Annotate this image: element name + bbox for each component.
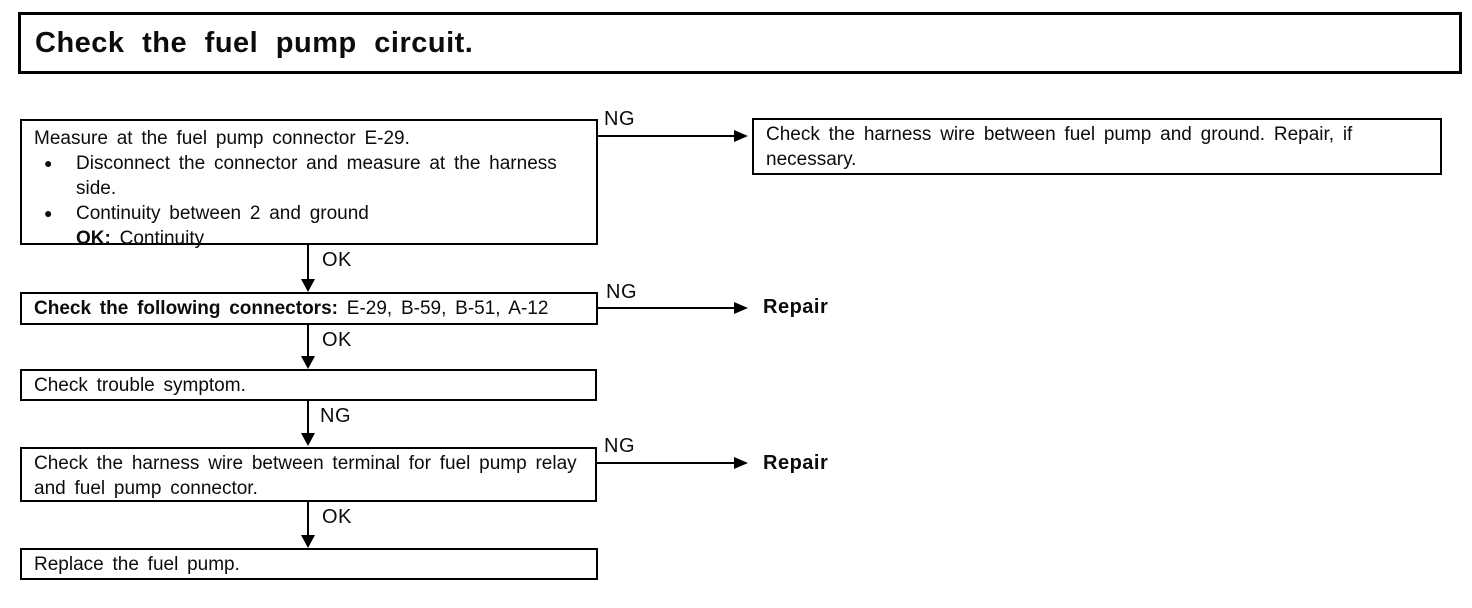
step1-ng-action-box: Check the harness wire between fuel pump… — [752, 118, 1442, 175]
ng-connector-label: NG — [320, 405, 351, 427]
step1-measure-box: Measure at the fuel pump connector E-29.… — [20, 119, 598, 249]
ng-connector-arrowhead-icon — [301, 433, 315, 446]
ng-branch1-label: NG — [604, 108, 635, 130]
ng-branch1-line — [598, 135, 734, 137]
ok-connector1-arrowhead-icon — [301, 279, 315, 292]
step1-bullet-item: ● Disconnect the connector and measure a… — [34, 151, 584, 201]
step3-trouble-box: Check trouble symptom. — [20, 369, 597, 401]
step1-bullet-text: Continuity between 2 and ground — [76, 203, 369, 224]
step2-connectors-box: Check the following connectors: E-29, B-… — [20, 292, 598, 325]
ok-connector2-line — [307, 325, 309, 359]
page-title: Check the fuel pump circuit. — [35, 26, 474, 59]
ng-branch2-line — [598, 307, 734, 309]
step1-bullet-item: ● Continuity between 2 and ground — [34, 201, 584, 226]
step1-ng-action-text: Check the harness wire between fuel pump… — [766, 124, 1353, 170]
ok-connector1-label: OK — [322, 249, 352, 271]
bullet-icon: ● — [44, 155, 53, 171]
ok-connector3-line — [307, 502, 309, 538]
ng-branch3-line — [597, 462, 734, 464]
ok-connector2-label: OK — [322, 329, 352, 351]
step1-ok-condition: OK: Continuity — [76, 226, 584, 251]
step5-text: Replace the fuel pump. — [34, 554, 240, 575]
ok-connector1-line — [307, 245, 309, 281]
step2-label: Check the following connectors: — [34, 298, 338, 319]
page-title-box: Check the fuel pump circuit. — [18, 12, 1462, 74]
step3-text: Check trouble symptom. — [34, 375, 246, 396]
repair-result-label: Repair — [763, 296, 829, 318]
ng-branch3-label: NG — [604, 435, 635, 457]
repair-result-label: Repair — [763, 452, 829, 474]
ng-branch2-arrowhead-icon — [734, 302, 748, 314]
ok-connector3-arrowhead-icon — [301, 535, 315, 548]
ok-condition-value: Continuity — [119, 228, 205, 249]
step1-title: Measure at the fuel pump connector E-29. — [34, 128, 410, 149]
ng-connector-line — [307, 401, 309, 435]
step4-harness-box: Check the harness wire between terminal … — [20, 447, 597, 502]
ok-condition-prefix: OK: — [76, 228, 111, 249]
bullet-icon: ● — [44, 205, 53, 221]
ok-connector2-arrowhead-icon — [301, 356, 315, 369]
ng-branch1-arrowhead-icon — [734, 130, 748, 142]
ng-branch2-label: NG — [606, 281, 637, 303]
ng-branch3-arrowhead-icon — [734, 457, 748, 469]
step2-connector-list: E-29, B-59, B-51, A-12 — [346, 298, 549, 319]
ok-connector3-label: OK — [322, 506, 352, 528]
step5-replace-box: Replace the fuel pump. — [20, 548, 598, 580]
step1-bullet-text: Disconnect the connector and measure at … — [76, 153, 557, 199]
step4-text: Check the harness wire between terminal … — [34, 453, 577, 499]
